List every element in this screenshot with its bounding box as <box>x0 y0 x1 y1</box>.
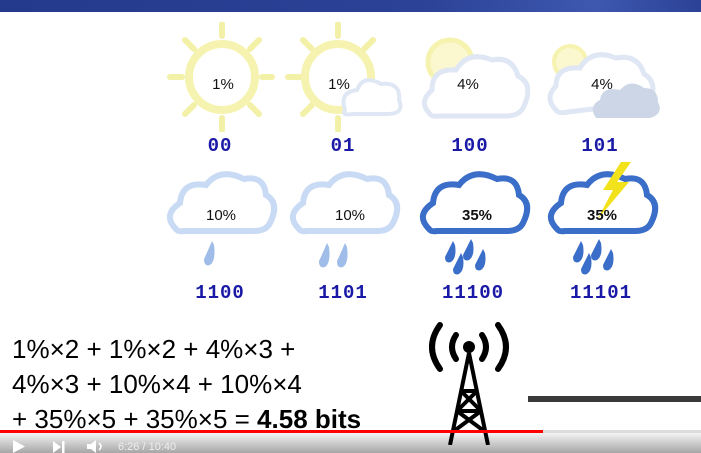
progress-fill <box>0 430 544 433</box>
partly-cloudy-icon <box>422 37 530 119</box>
forecast-cell-partly-cloudy: 4% 100 <box>410 22 530 157</box>
probability-label: 4% <box>457 76 479 93</box>
formula-line-3: + 35%×5 + 35%×5 = 4.58 bits <box>12 402 361 437</box>
formula-line-1: 1%×2 + 1%×2 + 4%×3 + <box>12 334 296 364</box>
formula-line-3-prefix: + 35%×5 + 35%×5 = <box>12 404 258 434</box>
probability-label: 1% <box>212 76 234 93</box>
huffman-code: 11100 <box>441 282 504 304</box>
volume-icon[interactable] <box>86 440 106 453</box>
thunderstorm-icon <box>548 162 659 275</box>
huffman-code: 01 <box>330 135 356 157</box>
forecast-cell-heavy-rain: 35% 11100 <box>413 167 533 304</box>
probability-label: 10% <box>334 207 366 224</box>
huffman-code: 1100 <box>195 282 245 304</box>
huffman-code: 11101 <box>569 282 632 304</box>
next-icon[interactable] <box>52 441 66 453</box>
probability-label: 35% <box>586 207 618 224</box>
cloudy-icon <box>547 44 660 118</box>
forecast-cell-sun-cloud: 1% 01 <box>283 22 403 157</box>
sun-behind-cloud-icon <box>285 22 403 132</box>
forecast-cell-sun: 1% 00 <box>160 22 280 157</box>
forecast-cell-rain: 10% 1101 <box>283 167 403 304</box>
forecast-cell-cloudy: 4% 101 <box>540 22 660 157</box>
formula-result: 4.58 bits <box>257 404 362 434</box>
entropy-formula: 1%×2 + 1%×2 + 4%×3 + 4%×3 + 10%×4 + 10%×… <box>12 332 361 437</box>
rain-icon <box>290 171 401 268</box>
probability-label: 1% <box>328 76 350 93</box>
radio-tower-icon <box>429 322 509 445</box>
huffman-code: 101 <box>581 135 619 157</box>
huffman-code: 100 <box>451 135 489 157</box>
slide-divider-line <box>528 396 701 402</box>
slide-content: 1% 00 1% 01 4% 100 4% 101 <box>0 12 701 453</box>
probability-label: 4% <box>591 76 613 93</box>
formula-line-2: 4%×3 + 10%×4 + 10%×4 <box>12 369 302 399</box>
time-display: 6:26 / 10:40 <box>118 441 177 453</box>
video-player-controls <box>0 430 701 453</box>
sun-icon <box>167 22 275 132</box>
progress-track[interactable] <box>0 430 701 433</box>
heavy-rain-icon <box>420 171 531 275</box>
play-icon[interactable] <box>12 440 26 453</box>
huffman-code: 1101 <box>318 282 368 304</box>
forecast-cell-thunderstorm: 35% 11101 <box>541 162 661 304</box>
probability-label: 35% <box>461 207 493 224</box>
probability-label: 10% <box>205 207 237 224</box>
forecast-cell-light-rain: 10% 1100 <box>160 167 280 304</box>
slide-header-bar <box>0 0 701 12</box>
light-rain-icon <box>167 171 278 266</box>
huffman-code: 00 <box>207 135 233 157</box>
